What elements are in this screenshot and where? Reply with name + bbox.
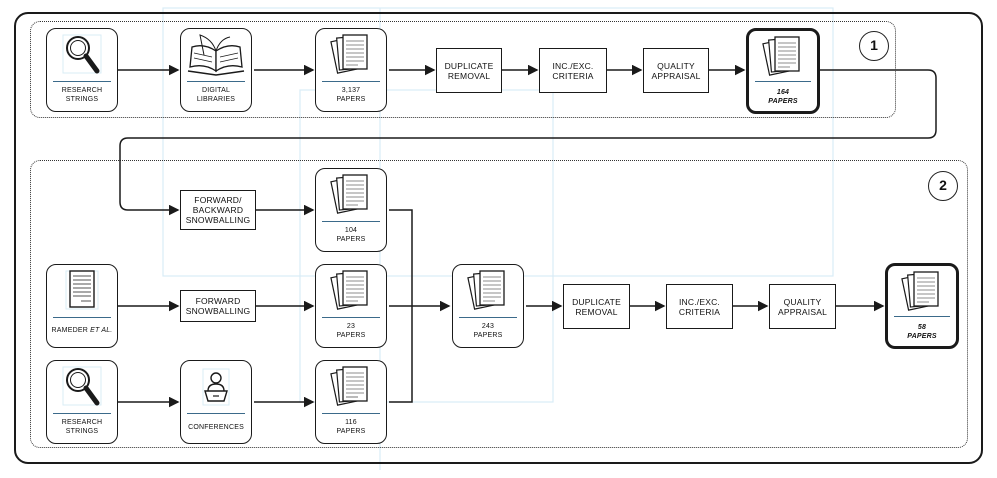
presenter-icon — [181, 361, 251, 411]
rameder-et-al: ET AL. — [90, 327, 113, 334]
papers-243-node: 243 PAPERS — [452, 264, 524, 348]
duplicate-removal-1: DUPLICATE REMOVAL — [436, 48, 502, 93]
papers-116-node: 116 PAPERS — [315, 360, 387, 444]
result-164-label: 164 PAPERS — [768, 89, 798, 105]
papers-104-node: 104 PAPERS — [315, 168, 387, 252]
magnifier-icon — [47, 361, 117, 411]
rameder-author: RAMEDER — [51, 327, 91, 334]
research-strings-node: RESEARCH STRINGS — [46, 28, 118, 112]
magnifier-icon — [47, 29, 117, 79]
papers-23-node: 23 PAPERS — [315, 264, 387, 348]
papers-23-label: 23 PAPERS — [336, 323, 366, 339]
outer-frame — [14, 12, 983, 464]
open-book-icon — [181, 29, 251, 79]
forward-snowballing: FORWARD SNOWBALLING — [180, 290, 256, 322]
papers-3137-label: 3,137 PAPERS — [336, 87, 366, 103]
digital-libraries-label: DIGITAL LIBRARIES — [196, 87, 236, 103]
result-58-label: 58 PAPERS — [907, 324, 937, 340]
research-strings-label-2: RESEARCH STRINGS — [61, 419, 103, 435]
rameder-node: RAMEDER ET AL. — [46, 264, 118, 348]
conferences-node: CONFERENCES — [180, 360, 252, 444]
papers-243-label: 243 PAPERS — [473, 323, 503, 339]
phase-1-badge: 1 — [859, 31, 889, 61]
papers-stack-icon — [316, 361, 386, 411]
inc-exc-criteria-2: INC./EXC. CRITERIA — [666, 284, 733, 329]
document-icon — [47, 265, 117, 315]
papers-3137-node: 3,137 PAPERS — [315, 28, 387, 112]
phase-2-group — [30, 160, 968, 448]
conferences-label: CONFERENCES — [188, 424, 244, 431]
rameder-label: RAMEDER ET AL. — [47, 327, 117, 336]
digital-libraries-node: DIGITAL LIBRARIES — [180, 28, 252, 112]
quality-appraisal-2: QUALITY APPRAISAL — [769, 284, 836, 329]
result-58-papers-node: 58 PAPERS — [885, 263, 959, 349]
papers-104-label: 104 PAPERS — [336, 227, 366, 243]
phase-2-badge: 2 — [928, 171, 958, 201]
papers-stack-icon — [453, 265, 523, 315]
research-strings-node-2: RESEARCH STRINGS — [46, 360, 118, 444]
inc-exc-criteria-1: INC./EXC. CRITERIA — [539, 48, 607, 93]
quality-appraisal-1: QUALITY APPRAISAL — [643, 48, 709, 93]
duplicate-removal-2: DUPLICATE REMOVAL — [563, 284, 630, 329]
papers-stack-icon — [316, 169, 386, 219]
papers-stack-icon — [316, 265, 386, 315]
papers-stack-icon — [316, 29, 386, 79]
result-164-papers-node: 164 PAPERS — [746, 28, 820, 114]
papers-stack-icon — [749, 31, 817, 81]
research-strings-label: RESEARCH STRINGS — [61, 87, 103, 103]
forward-backward-snowballing: FORWARD/ BACKWARD SNOWBALLING — [180, 190, 256, 230]
papers-116-label: 116 PAPERS — [336, 419, 366, 435]
papers-stack-icon — [888, 266, 956, 316]
